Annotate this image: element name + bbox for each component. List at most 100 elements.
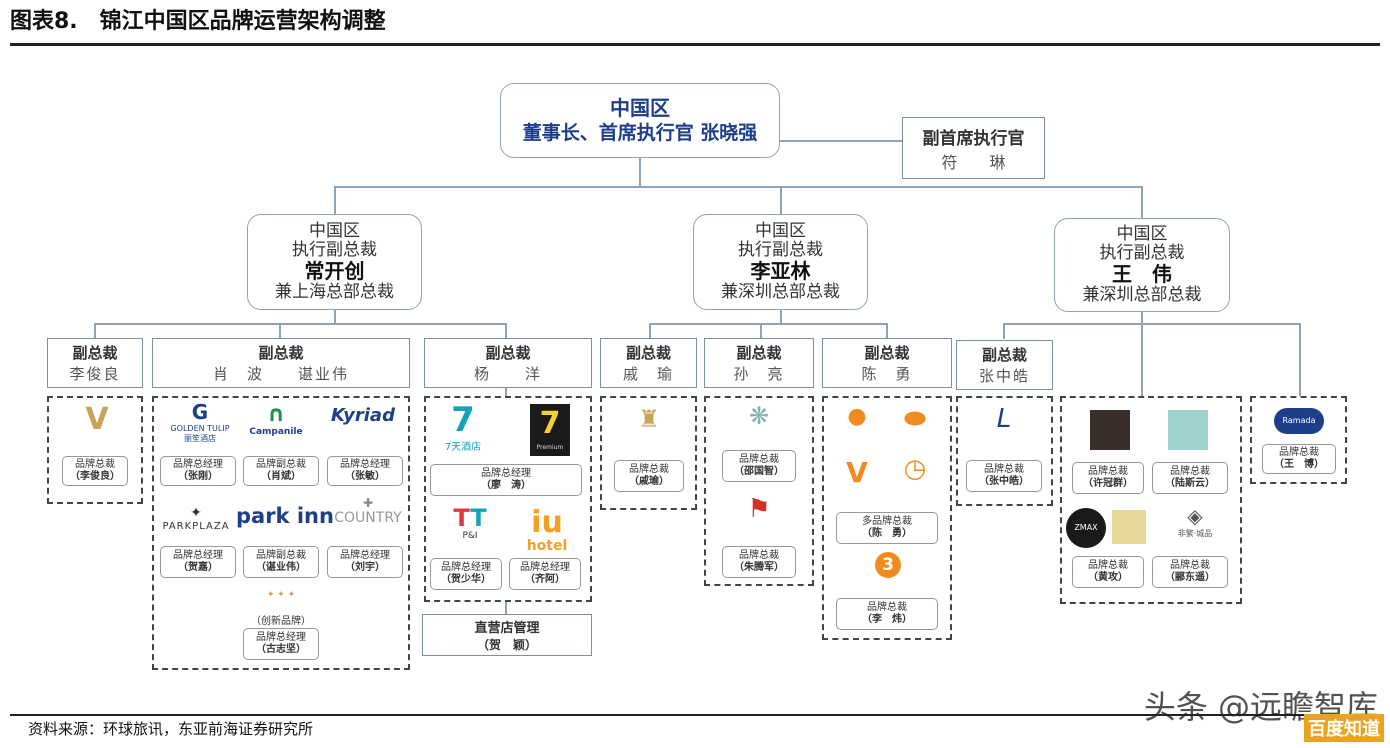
connector [1141,310,1143,396]
chairman-box: 中国区 董事长、首席执行官 张晓强 [500,83,780,158]
evp-title: 执行副总裁 [1099,243,1185,264]
evp-title: 执行副总裁 [738,240,823,261]
golden-tulip-text: GOLDEN TULIP [170,424,230,433]
vice-ceo-box: 副首席执行官 符 琳 [902,117,1045,179]
brand-tag: 多品牌总裁（陈 勇） [836,512,938,544]
iu-logo: iu hotel [522,505,572,555]
source-note: 资料来源：环球旅讯，东亚前海证券研究所 [28,720,314,738]
chairman-title: 董事长、首席执行官 张晓强 [522,122,758,145]
lavande-text: L [996,404,1012,434]
tag-name: （肖斌） [261,471,301,482]
parkplaza-text: PARKPLAZA [162,521,230,532]
direct-store-name: （贺 颖） [476,638,537,652]
vp-title: 副总裁 [864,344,910,362]
connector [780,186,782,216]
seven-premium-logo: 7 Premium [530,404,570,456]
footer-rule [10,714,1380,716]
tag-name: （齐阿） [525,574,565,585]
dark-square-logo [1090,410,1130,450]
vp-title: 副总裁 [981,346,1027,364]
vice-ceo-name: 符 琳 [941,152,1006,172]
gold-v-logo: V [85,402,109,437]
parkplaza-logo: ✦ PARKPLAZA [158,505,234,532]
vp-box: 副总裁杨 洋 [424,338,592,388]
three-text: 3 [875,552,901,578]
tag-role: 品牌总裁 [1088,465,1128,477]
jxyd-logo: ◈ 非繁·城品 [1160,504,1230,539]
tag-role: 品牌总裁 [739,549,779,561]
brand-tag: 品牌总经理（古志坚） [243,628,319,660]
tag-name: （郦东遥） [1165,572,1215,583]
watermark-badge: 百度知道 [1304,714,1384,742]
pi-logo: TT P&I [448,505,492,541]
connector [780,310,782,324]
tag-name: （张中皓） [979,476,1029,487]
tag-name: （廖 涛） [481,480,531,491]
vice-ceo-title: 副首席执行官 [922,128,1025,149]
kyriad-text: Kyriad [331,405,395,426]
brand-tag: 品牌总裁（陆斯云） [1152,462,1228,494]
country-text: COUNTRY [334,510,402,526]
tag-name: （邵国智） [734,466,784,477]
brand-tag: 品牌总裁（李俊良） [62,456,128,486]
three-logo: 3 [866,552,910,582]
evp-extra: 兼深圳总部总裁 [1082,284,1202,305]
evp-region: 中国区 [1116,224,1168,245]
tag-role: 品牌总经理 [340,549,390,561]
vp-name: 张中皓 [978,367,1030,385]
evp-extra: 兼深圳总部总裁 [721,281,840,302]
connector [639,158,641,186]
parkinn-logo: park inn [236,504,334,528]
pi-text: P&I [462,531,478,541]
evp-box-1: 中国区 执行副总裁 常开创 兼上海总部总裁 [247,214,422,310]
premium-text: Premium [536,444,564,451]
tag-role: 品牌总经理 [173,458,223,470]
tag-name: （陈 勇） [862,528,912,539]
brand-tag: 品牌总裁（戚瑜） [614,460,684,492]
brand-tag: 品牌总裁（张中皓） [966,460,1042,492]
seven-premium-text: 7 [539,406,561,441]
brand-tag: 品牌总经理（张敏） [327,456,403,486]
zmax-logo: ZMAX [1066,508,1106,548]
connector [1003,323,1005,339]
evp-extra: 兼上海总部总裁 [275,281,394,302]
tag-name: （戚瑜） [629,476,669,487]
connector [649,323,651,339]
vp-title: 副总裁 [72,344,118,362]
evp-box-2: 中国区 执行副总裁 李亚林 兼深圳总部总裁 [693,214,868,310]
direct-store-box: 直营店管理 （贺 颖） [422,614,592,656]
evp-region: 中国区 [309,221,360,242]
vp-box: 副总裁肖 波 谌业伟 [152,338,410,388]
evp-title: 执行副总裁 [292,240,377,261]
tag-name: （陆斯云） [1165,478,1215,489]
orange-clock-logo: ◷ [903,454,927,484]
tag-role: 品牌副总裁 [256,549,306,561]
tag-name: （李俊良） [70,471,120,482]
orange-v-logo: V [846,456,868,489]
connector [649,323,887,325]
brand-tag: 品牌总经理（齐阿） [509,558,581,590]
brand-tag: 品牌总裁（朱腾军） [722,546,796,578]
campanile-text: Campanile [249,427,303,437]
iu-text: iu [531,505,563,540]
tag-role: 品牌总裁 [1088,559,1128,571]
tag-role: 品牌总经理 [441,561,491,573]
tag-role: 品牌总经理 [340,458,390,470]
vp-name: 李俊良 [69,365,121,383]
evp-region: 中国区 [755,221,806,242]
connector [1003,323,1301,325]
tag-role: 品牌总裁 [739,453,779,465]
vp-box: 副总裁戚 瑜 [600,338,697,388]
evp-name: 常开创 [304,259,365,284]
tag-role: 多品牌总裁 [862,515,912,527]
vp-name: 杨 洋 [473,365,542,383]
brand-group [47,396,143,504]
brand-tag: 品牌总裁（郦东遥） [1152,556,1228,588]
connector [778,140,904,142]
evp-name: 王 伟 [1112,262,1172,287]
connector [94,323,96,339]
vp-box: 副总裁张中皓 [956,340,1053,390]
evp-box-3: 中国区 执行副总裁 王 伟 兼深圳总部总裁 [1054,218,1230,312]
tag-role: 品牌副总裁 [256,458,306,470]
direct-store-title: 直营店管理 [474,621,540,636]
